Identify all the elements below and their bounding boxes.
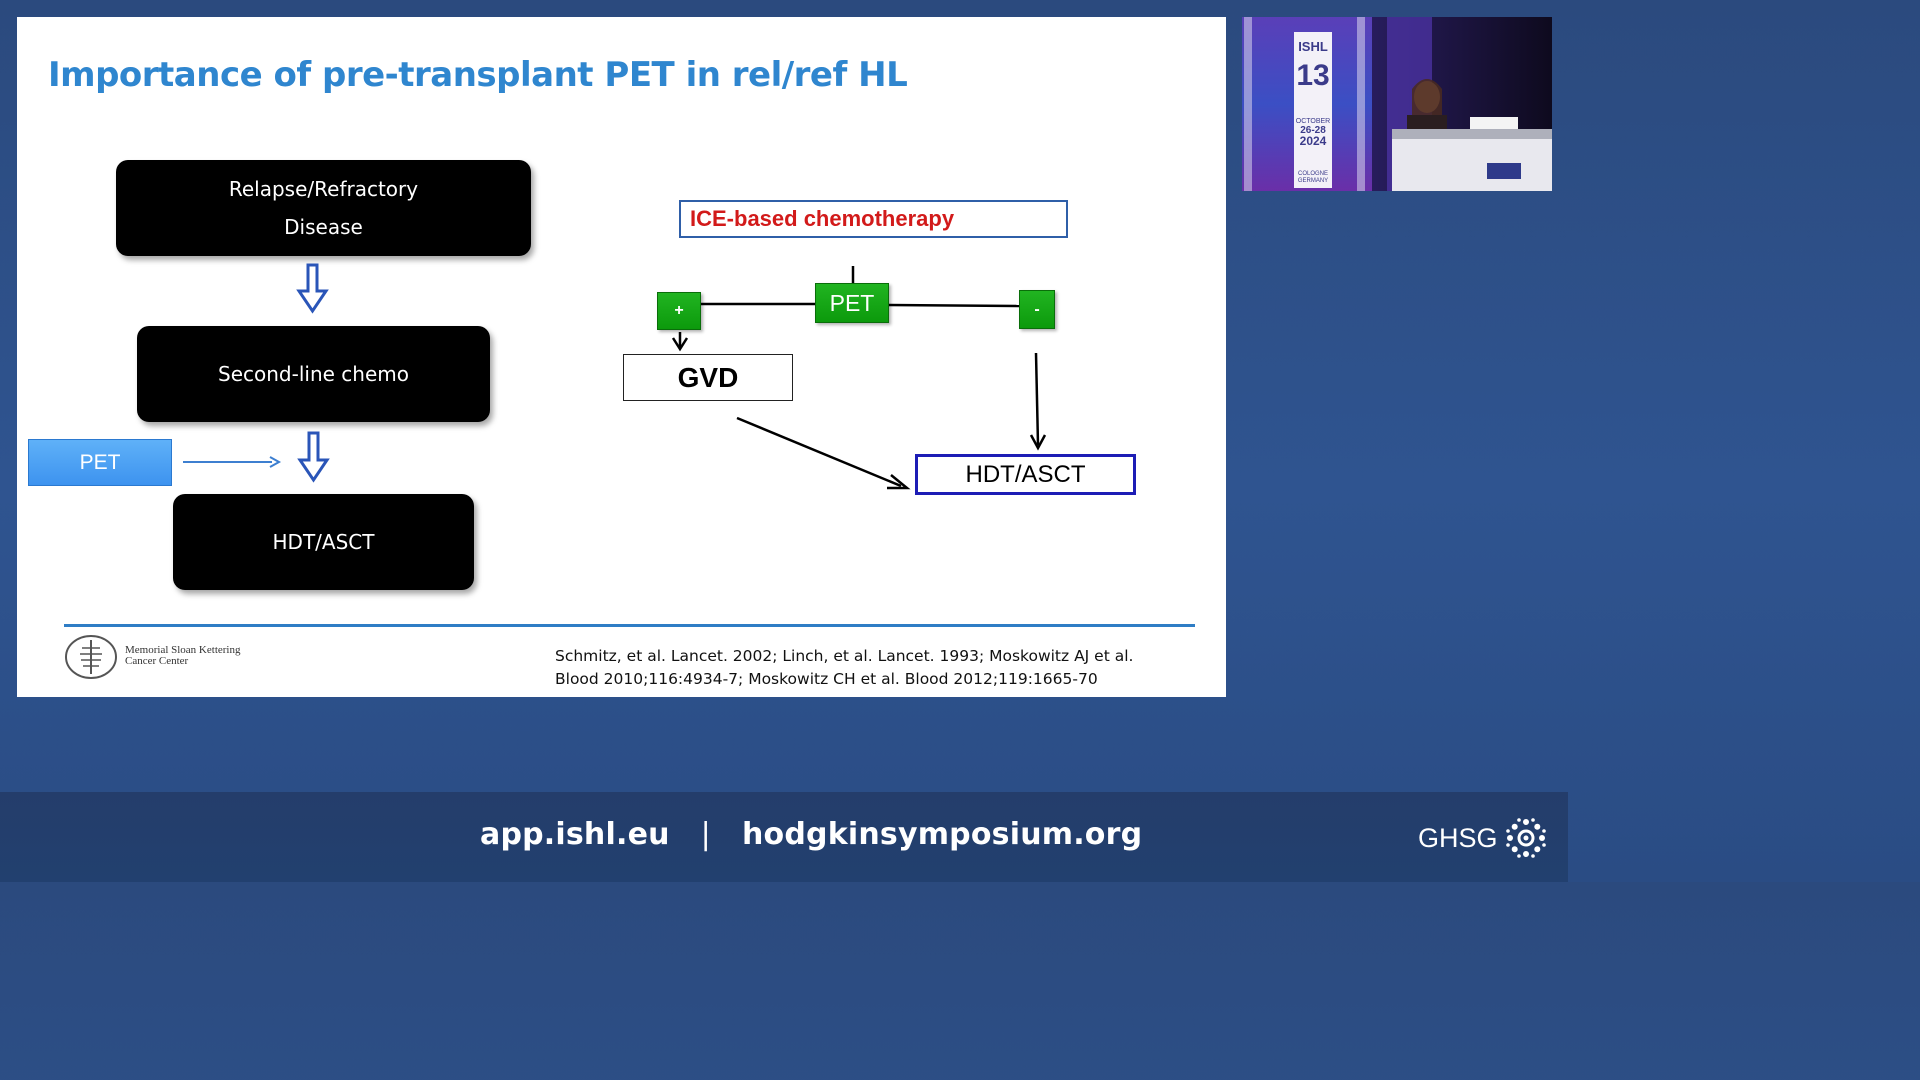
plus-label: +	[674, 302, 684, 319]
hdt-asct-box-right: HDT/ASCT	[915, 454, 1136, 495]
ghsg-emblem-icon	[1505, 818, 1546, 858]
citation-text: Schmitz, et al. Lancet. 2002; Linch, et …	[555, 645, 1215, 691]
hdt-asct-right-label: HDT/ASCT	[965, 460, 1086, 488]
speaker-video: ISHL 13 OCTOBER 26-28 2024 COLOGNE GERMA…	[1242, 17, 1552, 191]
citation-line-1: Schmitz, et al. Lancet. 2002; Linch, et …	[555, 647, 1134, 665]
speaker-video-scene: ISHL 13 OCTOBER 26-28 2024 COLOGNE GERMA…	[1242, 17, 1552, 191]
arrowhead-icon	[887, 474, 911, 490]
hollow-down-arrow-icon	[296, 263, 329, 314]
pet-negative-box: -	[1019, 290, 1055, 329]
ice-label: ICE-based chemotherapy	[690, 206, 955, 231]
pet-box-left: PET	[28, 439, 172, 486]
msk-wordmark: Memorial Sloan Kettering Cancer Center	[125, 645, 240, 667]
podium	[1392, 137, 1552, 191]
pet-positive-box: +	[657, 292, 701, 330]
minus-label: -	[1034, 300, 1040, 318]
hdt-asct-box-left: HDT/ASCT	[173, 494, 474, 590]
relapse-line-1: Relapse/Refractory	[228, 177, 419, 201]
flow-arrows	[183, 263, 1047, 490]
footer-bar: app.ishl.eu | hodgkinsymposium.org GHSG	[0, 792, 1568, 882]
second-line-chemo-box: Second-line chemo	[137, 326, 490, 422]
gvd-box: GVD	[623, 354, 793, 401]
citation-line-2: Blood 2010;116:4934-7; Moskowitz CH et a…	[555, 670, 1098, 688]
symposium-link[interactable]: hodgkinsymposium.org	[741, 817, 1143, 852]
pet-green-label: PET	[829, 289, 875, 316]
arrowhead-icon	[269, 456, 282, 468]
msk-logo-icon	[65, 635, 117, 679]
banner-dates: 26-28	[1300, 125, 1326, 136]
footer-links: app.ishl.eu | hodgkinsymposium.org	[480, 817, 1142, 852]
pet-box-green: PET	[815, 283, 889, 323]
arrowhead-icon	[671, 337, 689, 352]
banner-brand: ISHL	[1298, 39, 1328, 54]
gvd-label: GVD	[677, 361, 739, 393]
banner-number: 13	[1296, 59, 1329, 92]
arrowhead-icon	[1029, 434, 1047, 451]
msk-line-1: Memorial Sloan Kettering	[125, 644, 241, 656]
pet-left-label: PET	[79, 450, 121, 474]
relapse-line-2: Disease	[284, 215, 363, 239]
ice-chemotherapy-box: ICE-based chemotherapy	[679, 200, 1068, 238]
relapse-refractory-box: Relapse/Refractory Disease	[116, 160, 531, 256]
slide-title: Importance of pre-transplant PET in rel/…	[48, 55, 908, 95]
hollow-down-arrow-icon	[297, 431, 330, 483]
pet-minus-line	[888, 303, 1021, 308]
app-link[interactable]: app.ishl.eu	[480, 817, 670, 852]
hdt-asct-left-label: HDT/ASCT	[272, 530, 375, 554]
ghsg-logo: GHSG	[1418, 816, 1548, 860]
minus-down-line	[1034, 352, 1040, 446]
presentation-slide: Importance of pre-transplant PET in rel/…	[17, 17, 1226, 697]
second-line-chemo-label: Second-line chemo	[218, 362, 409, 386]
slide-footer-rule	[64, 624, 1195, 627]
banner-city: COLOGNE	[1298, 171, 1328, 177]
banner-year: 2024	[1300, 134, 1327, 148]
ghsg-text: GHSG	[1418, 822, 1498, 853]
msk-line-2: Cancer Center	[125, 655, 189, 667]
gvd-to-hdt-line	[736, 416, 902, 488]
banner-country: GERMANY	[1298, 178, 1328, 184]
footer-separator: |	[700, 817, 711, 852]
banner-month: OCTOBER	[1296, 118, 1331, 125]
